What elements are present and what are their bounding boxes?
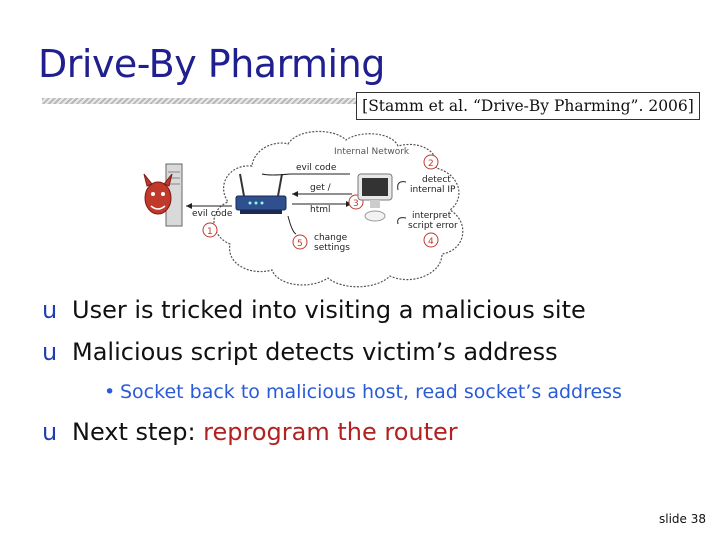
slide-number: slide 38 [658,512,706,526]
label-interpret-script-error: interpret script error [408,211,458,231]
bullet-text: User is tricked into visiting a maliciou… [72,296,586,324]
step-3-label: 3 [353,199,359,209]
label-html: html [310,205,331,215]
bullet-marker: u [42,296,58,324]
drive-by-pharming-diagram: Internal Network evil code 1 evil code g… [143,130,464,288]
label-evil-code-left: evil code [192,209,233,219]
label-change-settings: change settings [314,233,350,253]
citation-box: [Stamm et al. “Drive-By Pharming”. 2006] [356,92,700,120]
label-get: get / [310,183,332,193]
sub-bullet-item: •Socket back to malicious host, read soc… [104,376,702,414]
label-evil-code-top: evil code [296,163,337,173]
bullet-item: u Malicious script detects victim’s addre… [42,334,702,376]
highlight-text: reprogram the router [203,418,458,446]
bullet-item: u Next step: reprogram the router [42,414,702,456]
router-icon [235,173,287,214]
internal-network-cloud [213,130,464,288]
step-4-badge [423,232,439,248]
bullet-marker: u [42,418,58,446]
sub-bullet-marker: • [104,381,116,403]
step-5-label: 5 [297,239,303,249]
step-4-label: 4 [428,237,434,247]
bullet-text: Malicious script detects victim’s addres… [72,338,558,366]
step-2-label: 2 [428,159,434,169]
slide-title: Drive-By Pharming [38,42,385,86]
bullet-text: Next step: [72,418,204,446]
cloud-label: Internal Network [334,147,410,157]
bullet-item: u User is tricked into visiting a malicio… [42,292,702,334]
step-2-badge [423,154,439,170]
title-underline [42,98,360,104]
bullet-marker: u [42,338,58,366]
sub-bullet-text: Socket back to malicious host, read sock… [120,381,622,403]
victim-computer-icon [357,173,393,222]
bullet-list: u User is tricked into visiting a malicio… [42,292,702,456]
step-5-badge [292,234,308,250]
step-1-label: 1 [207,227,213,237]
devil-icon [143,173,173,215]
step-1-badge [202,222,218,238]
label-detect-internal-ip: detect internal IP [410,175,456,195]
